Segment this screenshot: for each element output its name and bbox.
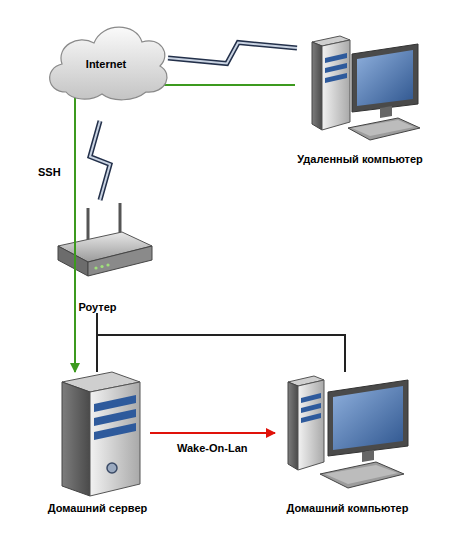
node-label: Роутер bbox=[25, 301, 170, 313]
edge-label: Wake-On-Lan bbox=[177, 442, 248, 454]
wireless-link bbox=[168, 43, 297, 64]
server-icon bbox=[62, 372, 140, 496]
connector-line bbox=[75, 85, 295, 372]
node-label: Домашний компьютер bbox=[255, 502, 440, 514]
cloud-node: Internet bbox=[42, 18, 170, 103]
node-label: Internet bbox=[22, 58, 190, 70]
computer-node: Удаленный компьютер bbox=[295, 30, 425, 165]
connector-path bbox=[96, 313, 98, 372]
wireless-link bbox=[90, 121, 110, 200]
connector-line bbox=[150, 433, 275, 434]
router-node: Роутер bbox=[45, 198, 150, 313]
connector-line bbox=[97, 313, 345, 372]
connector-path bbox=[150, 432, 275, 434]
home-pc-icon bbox=[288, 376, 408, 488]
router-icon bbox=[58, 203, 152, 276]
server-node: Домашний сервер bbox=[45, 372, 150, 514]
node-label: Домашний сервер bbox=[25, 502, 170, 514]
connector-path bbox=[75, 85, 295, 372]
annotation-label: SSH bbox=[38, 166, 61, 178]
bolt-outline bbox=[168, 43, 297, 64]
bolt-fill bbox=[90, 121, 110, 200]
bolt-outline bbox=[90, 121, 110, 200]
node-label: Удаленный компьютер bbox=[275, 153, 445, 165]
bolt-fill bbox=[168, 43, 297, 64]
computer-node: Домашний компьютер bbox=[275, 372, 420, 514]
remote-pc-icon bbox=[312, 36, 420, 140]
connector-line bbox=[97, 313, 98, 372]
connector-path bbox=[97, 313, 345, 372]
